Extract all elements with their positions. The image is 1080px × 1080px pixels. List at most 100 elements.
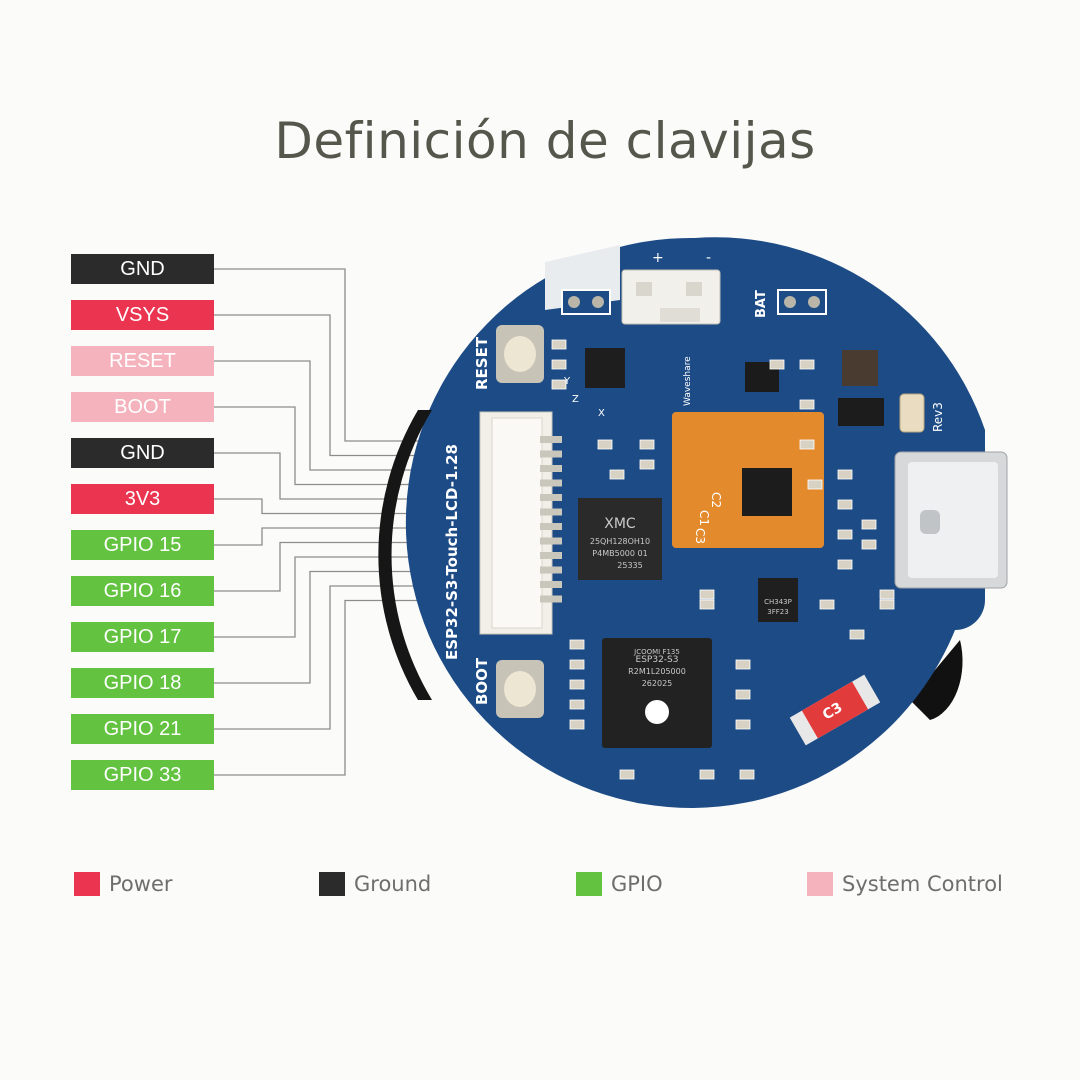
rev-label: Rev3 xyxy=(931,402,945,432)
smd-part xyxy=(597,439,613,450)
fpc-pin xyxy=(540,523,562,530)
reset-label: RESET xyxy=(473,336,491,390)
boot-label: BOOT xyxy=(473,657,491,705)
smd-part xyxy=(807,479,823,490)
mcu-chip-line-3: 262025 xyxy=(642,679,673,688)
legend-label: System Control xyxy=(842,872,1003,896)
fpc-pin xyxy=(540,595,562,603)
smd-part xyxy=(799,399,815,410)
smd-part xyxy=(819,599,835,610)
legend-swatch-power xyxy=(74,872,100,896)
lcd-edge xyxy=(910,640,963,720)
mcu-chip-line-1: ESP32-S3 xyxy=(636,655,679,665)
fpc-pin xyxy=(540,465,562,472)
smd-part xyxy=(551,379,567,390)
pin-label-vsys: VSYS xyxy=(71,300,214,330)
touch-chip xyxy=(742,468,792,516)
fuse-component xyxy=(789,674,881,746)
pin-label-3v3: 3V3 xyxy=(71,484,214,514)
flex-label-c1: C1 xyxy=(697,510,711,526)
smd-part xyxy=(569,659,585,670)
pin-label-gpio-21: GPIO 21 xyxy=(71,714,214,744)
smd-part xyxy=(735,719,751,730)
battery-connector xyxy=(621,269,721,325)
brand-label: Waveshare xyxy=(683,356,693,406)
fpc-pin xyxy=(540,566,562,574)
polarity-plus: + xyxy=(652,250,664,266)
page-title: Definición de clavijas xyxy=(274,112,816,170)
legend-swatch-gpio xyxy=(576,872,602,896)
fpc-pin xyxy=(540,552,562,559)
polarity-minus: - xyxy=(706,250,711,266)
smd-part xyxy=(569,679,585,690)
usb-chip-line-2: 3FF23 xyxy=(767,608,788,616)
smd-part xyxy=(861,519,877,530)
smd-part xyxy=(569,719,585,730)
pin-label-gnd: GND xyxy=(71,438,214,468)
smd-part xyxy=(699,769,715,780)
smd-part xyxy=(739,769,755,780)
flex-label-c2: C2 xyxy=(709,492,723,508)
fpc-pin xyxy=(540,508,562,516)
mcu-chip-line-2: R2M1L205000 xyxy=(628,667,686,676)
flash-chip-line-3: P4MB5000 01 xyxy=(592,549,647,558)
usb-chip-line-1: CH343P xyxy=(764,598,792,606)
smd-part xyxy=(699,599,715,610)
pin-label-gpio-17: GPIO 17 xyxy=(71,622,214,652)
espressif-logo xyxy=(645,700,669,724)
flash-chip xyxy=(578,498,662,580)
smd-part xyxy=(735,689,751,700)
fpc-connector xyxy=(479,411,562,635)
legend-label: GPIO xyxy=(611,872,663,896)
legend-label: Ground xyxy=(354,872,432,896)
imu-chip xyxy=(585,348,625,388)
usb-c-connector xyxy=(894,451,1008,589)
smd-part xyxy=(837,469,853,480)
smd-part xyxy=(619,769,635,780)
mcu-chip-line-4: JCOOMI F135 xyxy=(633,648,680,656)
crystal xyxy=(899,393,925,433)
smd-part xyxy=(861,539,877,550)
smd-part xyxy=(837,529,853,540)
boot-button xyxy=(496,660,544,718)
flash-chip-line-1: XMC xyxy=(604,516,636,532)
smd-part xyxy=(735,659,751,670)
reset-button xyxy=(496,325,544,383)
fpc-pin xyxy=(540,479,562,487)
pin-label-gpio-18: GPIO 18 xyxy=(71,668,214,698)
pin-label-gpio-15: GPIO 15 xyxy=(71,530,214,560)
smd-part xyxy=(639,439,655,450)
smd-part xyxy=(837,499,853,510)
flash-chip-line-2: 25QH128OH10 xyxy=(590,537,650,546)
mcu-chip xyxy=(602,638,712,748)
axis-x: X xyxy=(598,408,605,419)
smd-part xyxy=(799,359,815,370)
axis-y: Y xyxy=(563,376,571,387)
smd-part xyxy=(849,629,865,640)
axis-z: Z xyxy=(572,394,579,405)
smd-part xyxy=(551,359,567,370)
smd-part xyxy=(799,439,815,450)
flex-label-c3: C3 xyxy=(693,528,707,544)
pin-label-gpio-16: GPIO 16 xyxy=(71,576,214,606)
mic xyxy=(842,350,878,386)
legend-label: Power xyxy=(109,872,173,896)
smd-part xyxy=(699,589,715,600)
legend-swatch-system xyxy=(807,872,833,896)
fpc-pin xyxy=(540,537,562,545)
smd-part xyxy=(837,559,853,570)
smd-part xyxy=(551,339,567,350)
pin-label-boot: BOOT xyxy=(71,392,214,422)
usb-bridge-chip xyxy=(758,578,798,622)
pin-label-reset: RESET xyxy=(71,346,214,376)
fpc-pin xyxy=(540,494,562,501)
smd-part xyxy=(569,699,585,710)
legend-swatch-ground xyxy=(319,872,345,896)
board-name-label: ESP32-S3-Touch-LCD-1.28 xyxy=(443,444,461,660)
pin-label-gnd: GND xyxy=(71,254,214,284)
smd-part xyxy=(769,359,785,370)
fpc-pin xyxy=(540,450,562,458)
fpc-pin xyxy=(540,581,562,588)
smd-part xyxy=(639,459,655,470)
